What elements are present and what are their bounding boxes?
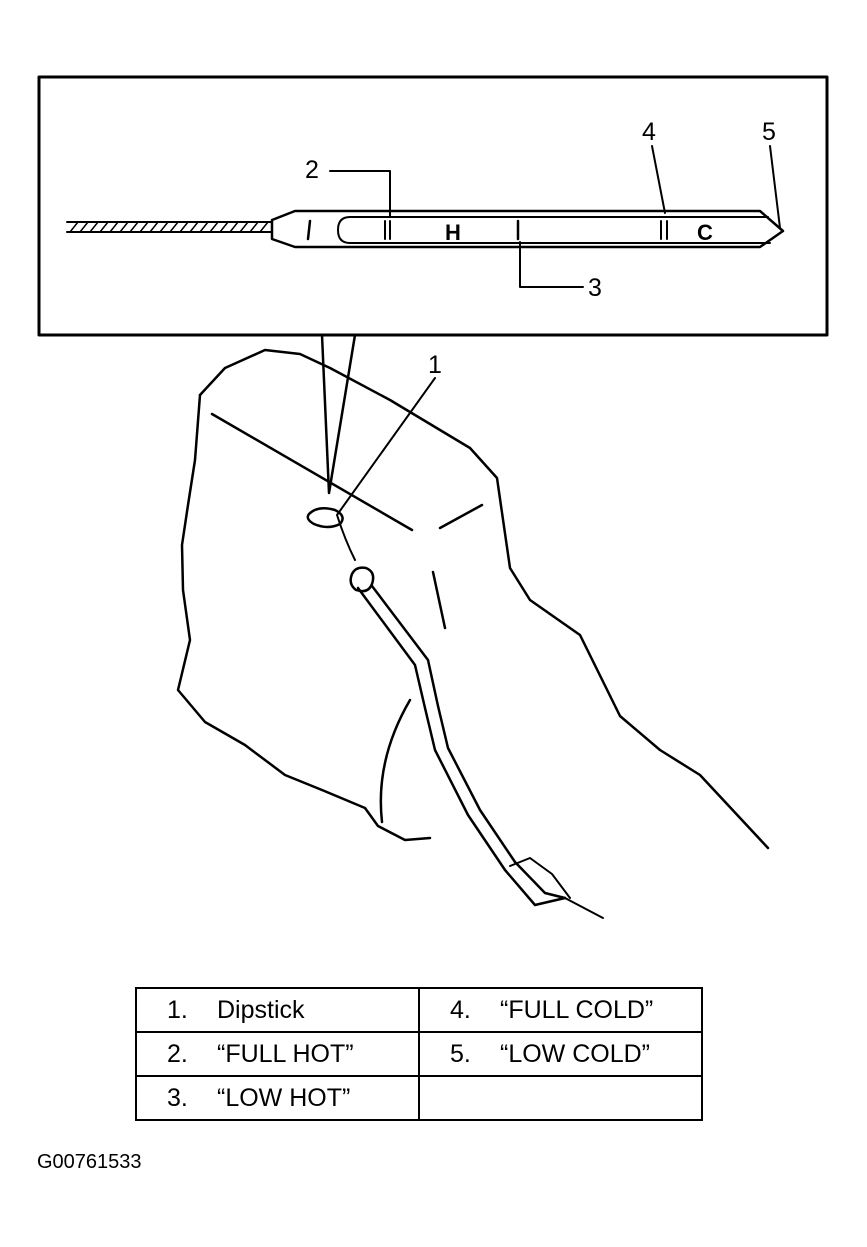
callout-5: 5 <box>762 118 776 146</box>
legend-cell: 5. “LOW COLD” <box>418 1031 703 1077</box>
callout-4: 4 <box>642 118 656 146</box>
legend-cell-empty <box>418 1075 703 1121</box>
engine-left-edge <box>176 393 432 842</box>
engine-ridge <box>438 503 484 530</box>
legend-cell: 4. “FULL COLD” <box>418 987 703 1033</box>
leader-4 <box>651 145 666 214</box>
legend-cell: 3. “LOW HOT” <box>135 1075 420 1121</box>
legend-label: “FULL HOT” <box>217 1039 354 1068</box>
legend-number: 3. <box>167 1083 188 1112</box>
legend-cell: 2. “FULL HOT” <box>135 1031 420 1077</box>
legend-label: “LOW COLD” <box>500 1039 650 1068</box>
engine-inner-line <box>431 570 447 630</box>
detail-inset-frame <box>37 75 829 337</box>
engine-outline <box>198 348 770 850</box>
dipstick-cable <box>66 221 273 233</box>
callout-3: 3 <box>588 274 602 302</box>
engine-lower-curve <box>379 698 412 824</box>
callout-1: 1 <box>428 351 442 379</box>
legend-number: 5. <box>450 1039 471 1068</box>
dipstick-diagram: 1 2 3 4 5 H C <box>37 75 829 919</box>
legend-label: Dipstick <box>217 995 305 1024</box>
legend-row: 1. Dipstick 4. “FULL COLD” <box>135 987 703 1033</box>
legend-table: 1. Dipstick 4. “FULL COLD” 2. “FULL HOT” 5.… <box>135 987 703 1121</box>
dipstick-blade <box>270 209 785 249</box>
leader-5 <box>769 145 781 229</box>
legend-number: 2. <box>167 1039 188 1068</box>
dipstick-tube <box>349 566 604 919</box>
cold-marking: C <box>697 220 713 245</box>
legend-row: 2. “FULL HOT” 5. “LOW COLD” <box>135 1031 703 1077</box>
legend-label: “FULL COLD” <box>500 995 654 1024</box>
legend-row: 3. “LOW HOT” <box>135 1075 703 1121</box>
leader-2 <box>329 170 391 218</box>
engine-top-line <box>210 412 414 532</box>
hot-marking: H <box>445 220 461 245</box>
leader-3 <box>519 241 584 288</box>
legend-number: 4. <box>450 995 471 1024</box>
leader-1 <box>336 377 436 561</box>
figure-id: G00761533 <box>37 1151 142 1173</box>
magnifier-pointer <box>320 333 357 495</box>
legend-cell: 1. Dipstick <box>135 987 420 1033</box>
legend-number: 1. <box>167 995 188 1024</box>
legend-label: “LOW HOT” <box>217 1083 351 1112</box>
callout-2: 2 <box>305 156 319 184</box>
